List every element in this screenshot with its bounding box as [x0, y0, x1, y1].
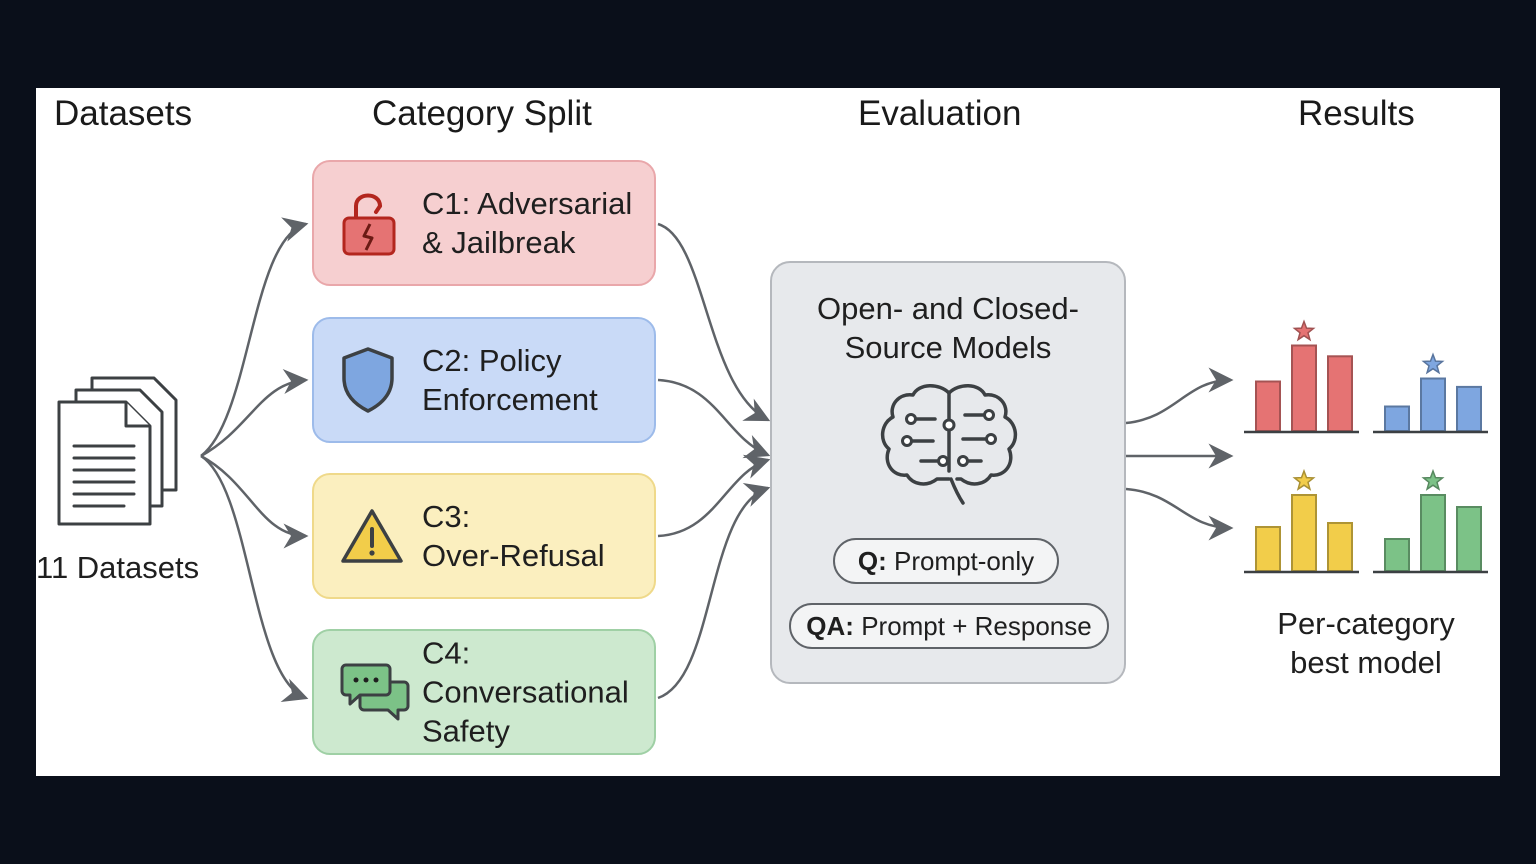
result-bar — [1456, 506, 1482, 572]
category-box-c1: C1: Adversarial & Jailbreak — [312, 160, 656, 286]
arrow-c1-eval — [657, 222, 771, 422]
result-bar — [1291, 494, 1317, 572]
category-label-c3: C3: Over-Refusal — [422, 499, 605, 573]
evaluation-box: Open- and Closed- Source Models — [770, 261, 1126, 684]
result-bar — [1420, 494, 1446, 572]
chat-bubbles-icon — [340, 663, 410, 721]
category-box-c2: C2: Policy Enforcement — [312, 317, 656, 443]
column-title-datasets: Datasets — [54, 94, 193, 133]
result-bar — [1291, 344, 1317, 432]
brain-circuit-icon — [880, 384, 1018, 505]
mode-pill-prompt-response: QA: Prompt + Response — [789, 603, 1109, 649]
result-bar — [1384, 538, 1410, 572]
warning-icon — [341, 509, 403, 563]
shield-icon — [342, 347, 394, 413]
arrow-datasets-c4 — [200, 454, 309, 702]
category-label-c4: C4: Conversational Safety — [422, 635, 629, 749]
diagram-canvas: Datasets Category Split Evaluation Resul… — [36, 88, 1500, 776]
arrow-c3-eval — [657, 454, 771, 538]
flow-arrows — [200, 217, 1234, 702]
arrow-c4-eval — [657, 483, 771, 700]
result-bar — [1420, 377, 1446, 432]
result-bar-chart-c2 — [1373, 352, 1488, 434]
best-model-star-icon — [1421, 352, 1445, 375]
arrow-eval-result-top — [1125, 367, 1234, 425]
document-stack-icon — [57, 376, 178, 526]
category-box-c4: C4: Conversational Safety — [312, 629, 656, 755]
arrow-datasets-c3 — [200, 454, 309, 549]
arrow-datasets-c2 — [200, 369, 309, 458]
mode-pill-prompt-only: Q: Prompt-only — [833, 538, 1059, 584]
result-bar — [1384, 405, 1410, 432]
column-title-evaluation: Evaluation — [858, 94, 1022, 133]
result-bar — [1255, 380, 1281, 432]
column-title-category-split: Category Split — [372, 94, 592, 133]
result-bar-chart-c4 — [1373, 468, 1488, 574]
broken-lock-icon — [342, 193, 396, 256]
result-bar — [1327, 355, 1353, 432]
evaluation-title: Open- and Closed- Source Models — [817, 291, 1079, 365]
category-label-c2: C2: Policy Enforcement — [422, 343, 598, 417]
category-label-c1: C1: Adversarial & Jailbreak — [422, 186, 633, 260]
arrow-eval-result-bottom — [1125, 487, 1234, 541]
best-model-star-icon — [1292, 468, 1316, 491]
result-bar — [1327, 522, 1353, 572]
result-bar-chart-c1 — [1244, 319, 1359, 434]
results-label: Per-category best model — [1277, 606, 1455, 680]
result-bar-chart-c3 — [1244, 468, 1359, 574]
category-box-c3: C3: Over-Refusal — [312, 473, 656, 599]
best-model-star-icon — [1421, 468, 1445, 491]
result-bar — [1456, 385, 1482, 432]
arrow-datasets-c1 — [200, 217, 309, 457]
column-title-results: Results — [1298, 94, 1415, 133]
datasets-count-label: 11 Datasets — [36, 550, 200, 585]
result-bar — [1255, 526, 1281, 572]
arrow-c2-eval — [657, 378, 771, 459]
best-model-star-icon — [1292, 319, 1316, 342]
